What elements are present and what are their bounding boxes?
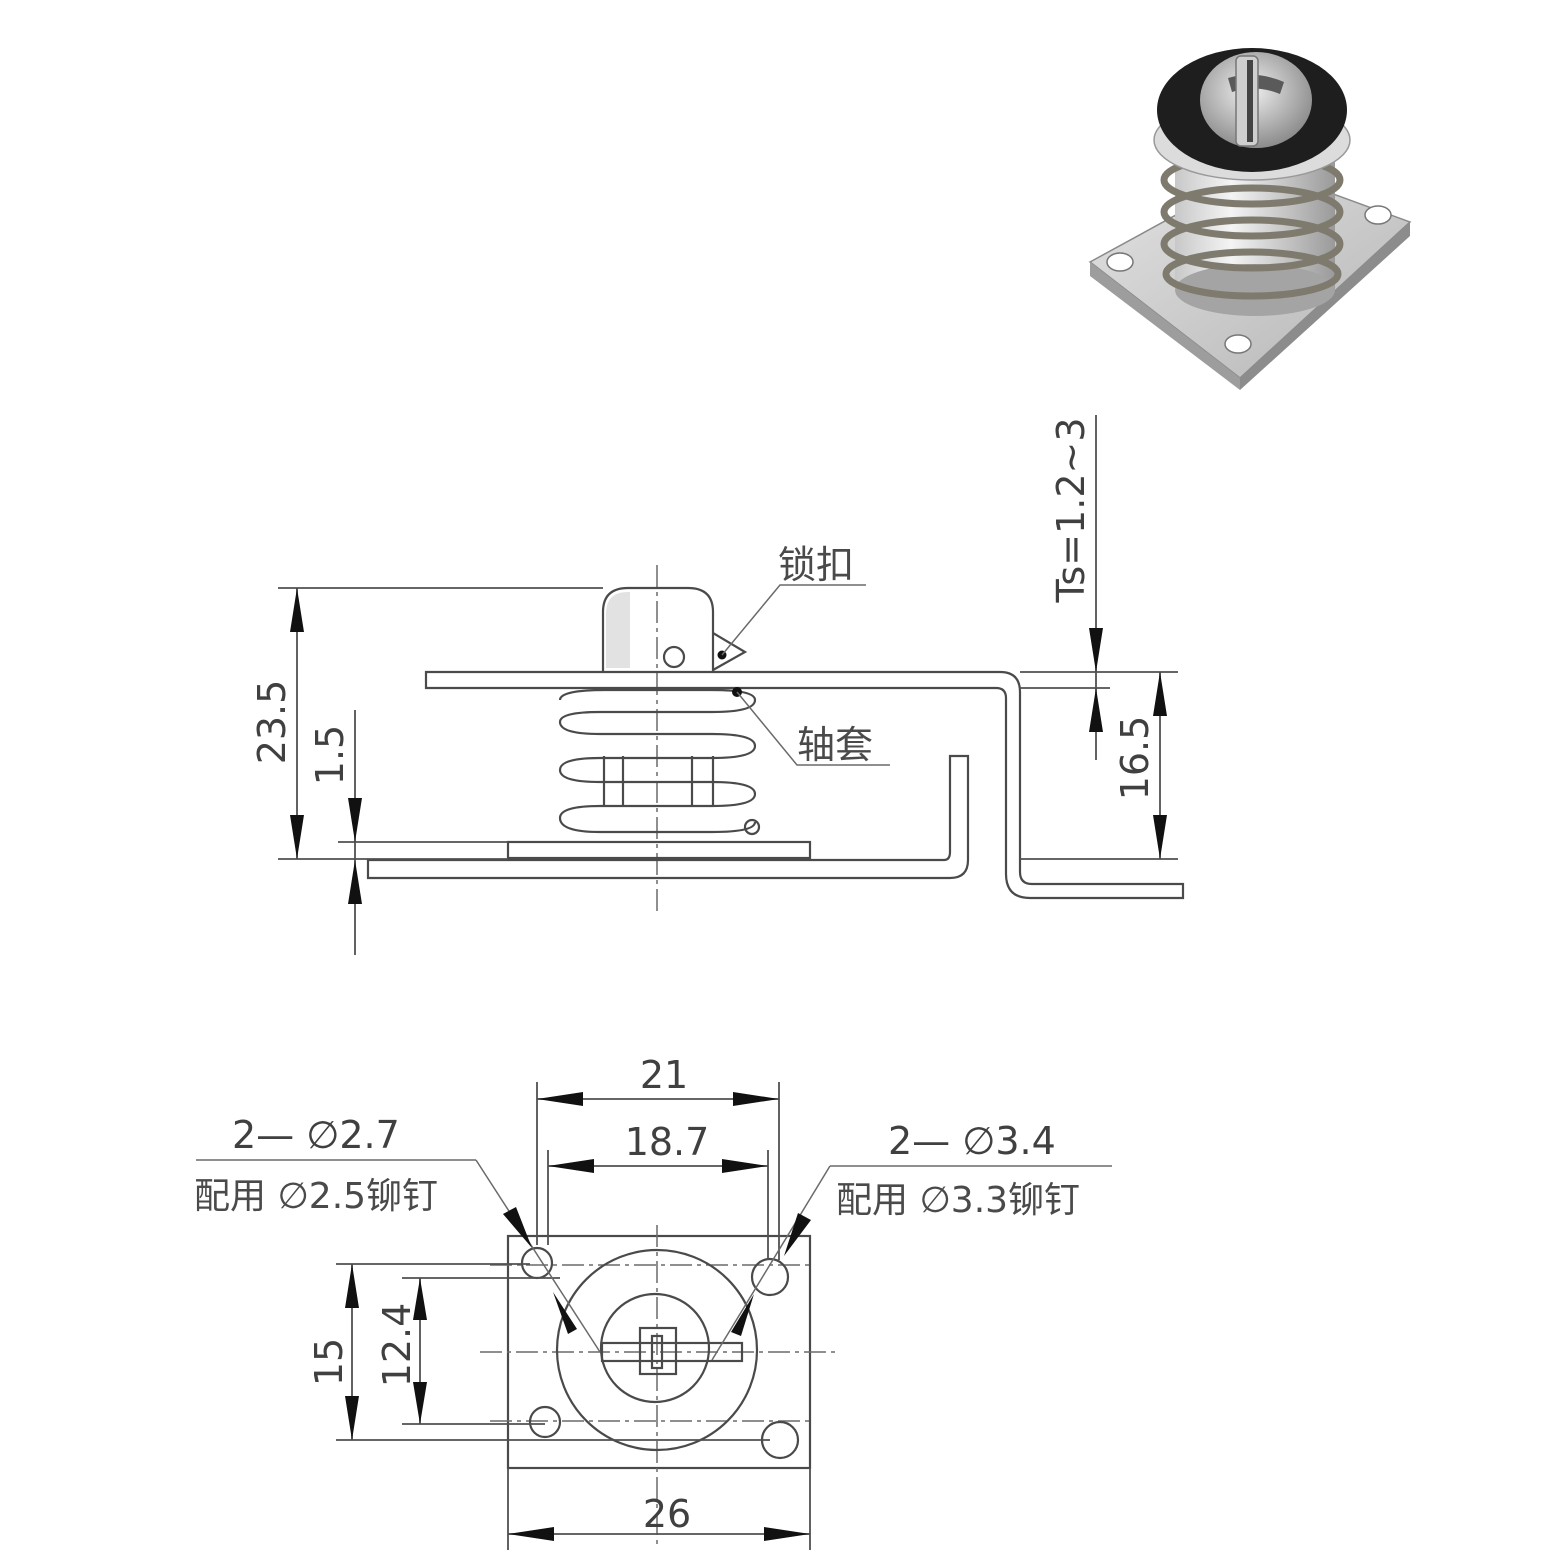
bushing-label: 轴套 <box>797 723 873 767</box>
dim-width-outer: 21 <box>640 1053 688 1097</box>
dim-hole-pitch-inner: 12.4 <box>375 1303 419 1388</box>
right-rivet-callout: 配用 ∅3.3铆钉 <box>836 1180 1080 1221</box>
top-view: 21 18.7 26 15 12.4 2— ∅2.7 <box>194 1053 1112 1550</box>
dim-right-height: 16.5 <box>1113 716 1157 801</box>
dim-height-total: 23.5 <box>250 680 294 765</box>
dim-hole-pitch-outer: 15 <box>307 1338 351 1386</box>
dim-base-width: 26 <box>643 1492 691 1536</box>
right-hole-callout: 2— ∅3.4 <box>888 1119 1056 1163</box>
left-rivet-callout: 配用 ∅2.5铆钉 <box>194 1176 438 1217</box>
left-hole-callout: 2— ∅2.7 <box>232 1113 400 1157</box>
latch-label: 锁扣 <box>778 543 854 587</box>
dim-width-inner: 18.7 <box>625 1120 710 1164</box>
spring-latch-photo <box>1088 48 1412 390</box>
dim-plate-gap: 1.5 <box>308 725 352 785</box>
side-view: 锁扣 轴套 23.5 1.5 Ts=1.2~3 16.5 <box>250 415 1185 955</box>
dim-ts: Ts=1.2~3 <box>1049 417 1093 603</box>
